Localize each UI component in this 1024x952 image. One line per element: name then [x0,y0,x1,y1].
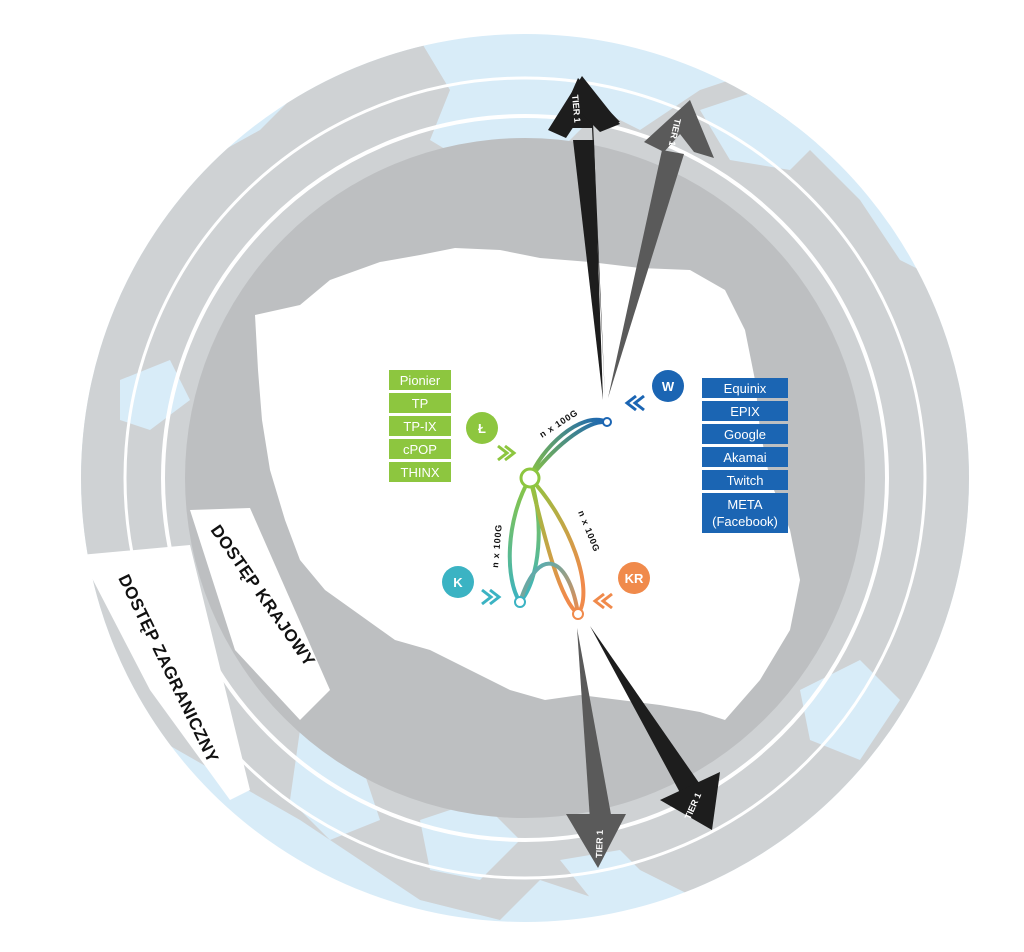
node-katowice: K [442,566,502,606]
bandwidth-label-lodz-katowice: n x 100G [490,524,504,569]
provider-box [702,470,788,490]
provider-meta: META [727,497,762,512]
provider-google: Google [724,427,766,442]
node-warsaw: W [624,370,684,412]
provider-box [389,439,451,459]
tier1-arrow-up-right: TIER 1 [608,100,714,398]
provider-akamai: Akamai [723,450,766,465]
endpoint-krakow [572,608,584,620]
provider-tp: TP [412,396,429,411]
link-katowice-krakow [518,561,580,616]
node-krakow: KR [592,562,650,610]
tier1-label-down-left: TIER 1 [594,830,605,858]
provider-box [702,401,788,421]
chevron-right-icon [497,444,517,462]
provider-box [389,370,451,390]
tier1-label-up-left: TIER 1 [570,94,582,123]
provider-epix: EPIX [730,404,760,419]
endpoint-warsaw [602,417,612,427]
link-lodz-krakow-b [528,476,586,616]
provider-pionier: Pionier [400,373,441,388]
provider-thinx: THINX [401,465,440,480]
tier1-arrow-down-right: TIER 1 [590,626,720,830]
provider-box [389,416,451,436]
provider-cpop: cPOP [403,442,437,457]
tier1-arrow-down-left: TIER 1 [566,628,626,868]
provider-tp-ix: TP-IX [403,419,437,434]
chevron-left-icon [624,394,645,412]
node-warsaw-label: W [662,379,675,394]
provider-box [389,462,451,482]
chevron-right-icon [481,588,502,606]
endpoint-katowice [514,596,526,608]
node-lodz: Ł [466,412,517,462]
tier1-arrow-up-left: TIER 1 [548,76,620,400]
link-lodz-katowice-a [507,476,532,604]
provider-meta-sub: (Facebook) [712,514,778,529]
chevron-left-icon [592,592,613,610]
provider-box [702,378,788,398]
provider-box [389,393,451,413]
node-katowice-label: K [453,575,463,590]
provider-box [702,424,788,444]
provider-box [702,447,788,467]
node-lodz-label: Ł [478,421,486,436]
left-provider-list: Pionier TP TP-IX cPOP THINX [389,370,451,482]
node-krakow-label: KR [625,571,644,586]
endpoint-lodz [519,467,541,489]
provider-twitch: Twitch [727,473,764,488]
provider-equinix: Equinix [724,381,767,396]
right-provider-list: Equinix EPIX Google Akamai Twitch META (… [702,378,788,533]
provider-box [702,493,788,533]
